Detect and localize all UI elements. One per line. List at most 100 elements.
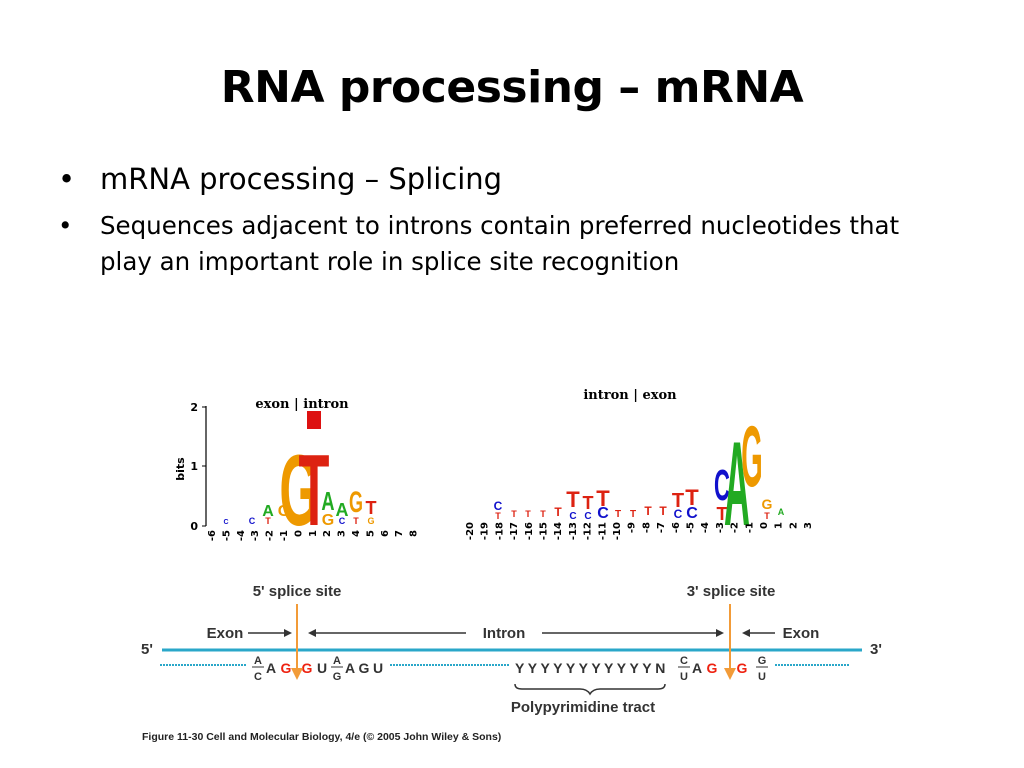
svg-text:G: G — [707, 660, 718, 676]
svg-text:G: G — [762, 496, 773, 512]
position-tick-label: 1 — [308, 530, 319, 537]
three-prime-splice-site-label: 3' splice site — [687, 583, 776, 600]
splice-site-figure: exon | intron bits 2 1 0 A G C T C G T A… — [141, 388, 882, 743]
svg-text:T: T — [583, 493, 594, 513]
svg-text:G: G — [281, 660, 292, 676]
position-tick-label: -12 — [583, 522, 594, 540]
svg-text:A: A — [336, 500, 349, 520]
position-tick-label: -10 — [612, 522, 623, 540]
position-tick-label: 2 — [322, 530, 333, 537]
svg-text:C: C — [680, 655, 688, 667]
position-tick-label: -5 — [221, 530, 232, 541]
right-sequence-logo: intron | exon C T T T T T T T T C C C T … — [465, 388, 814, 551]
svg-text:A: A — [266, 660, 276, 676]
position-tick-label: 0 — [759, 522, 770, 529]
svg-text:U: U — [317, 660, 327, 676]
svg-text:T: T — [685, 485, 699, 510]
svg-text:C: C — [686, 505, 698, 522]
slide-title: RNA processing – mRNA — [220, 62, 804, 113]
bullet-item: •mRNA processing – Splicing — [58, 160, 958, 198]
svg-text:G: G — [302, 660, 313, 676]
svg-text:A: A — [345, 660, 355, 676]
svg-text:T: T — [672, 490, 684, 512]
svg-text:U: U — [680, 671, 688, 683]
svg-text:G: G — [349, 487, 363, 520]
svg-text:U: U — [758, 671, 766, 683]
three-prime-end-label: 3' — [870, 641, 882, 658]
position-tick-label: -20 — [465, 522, 476, 540]
svg-text:T: T — [554, 505, 562, 519]
y-tick-label: 2 — [190, 401, 198, 414]
svg-text:U: U — [373, 660, 383, 676]
y-tick-label: 0 — [190, 520, 198, 533]
svg-text:T: T — [630, 509, 636, 520]
svg-text:C: C — [254, 671, 262, 683]
position-tick-label: -14 — [553, 522, 564, 540]
svg-text:G: G — [279, 434, 318, 547]
bullet-list: •mRNA processing – Splicing •Sequences a… — [58, 160, 958, 290]
svg-text:G: G — [333, 671, 342, 683]
position-tick-label: 0 — [293, 530, 304, 537]
left-logo-letters: A G C T C G T A G A G C T T G — [223, 411, 377, 547]
position-tick-label: -3 — [715, 522, 726, 533]
svg-text:C: C — [494, 499, 503, 513]
bullet-marker: • — [58, 211, 73, 240]
svg-text:T: T — [596, 486, 610, 511]
svg-text:C: C — [674, 507, 683, 521]
y-axis-label: bits — [174, 457, 187, 481]
position-tick-label: -1 — [744, 522, 755, 533]
figure-caption: Figure 11-30 Cell and Molecular Biology,… — [142, 731, 501, 743]
position-tick-label: -9 — [627, 522, 638, 533]
position-tick-label: -2 — [265, 530, 276, 541]
svg-text:T: T — [644, 504, 652, 518]
pyrimidine-run: Y Y Y Y Y Y Y Y Y Y Y N — [515, 660, 665, 676]
svg-text:C: C — [584, 511, 591, 522]
position-tick-label: 4 — [351, 530, 362, 537]
position-tick-label: -16 — [524, 522, 535, 540]
svg-text:G: G — [741, 408, 762, 505]
position-tick-label: -19 — [480, 522, 491, 540]
svg-text:G: G — [278, 503, 290, 520]
polypyrimidine-tract-label: Polypyrimidine tract — [511, 699, 655, 716]
bullet-item: •Sequences adjacent to introns contain p… — [58, 208, 958, 280]
exon-left-label: Exon — [207, 625, 244, 642]
svg-text:C: C — [714, 462, 730, 510]
position-tick-label: -11 — [597, 522, 608, 540]
position-tick-label: 8 — [409, 530, 420, 537]
position-tick-label: 5 — [365, 530, 376, 537]
left-logo-header: exon | intron — [255, 397, 349, 412]
svg-text:T: T — [566, 487, 580, 512]
svg-text:T: T — [299, 434, 330, 547]
svg-text:T: T — [353, 516, 359, 526]
svg-text:C: C — [569, 511, 576, 522]
svg-text:T: T — [615, 509, 621, 520]
svg-text:T: T — [366, 498, 377, 518]
svg-text:T: T — [659, 504, 667, 518]
position-tick-label: -6 — [207, 530, 218, 541]
svg-text:T: T — [525, 509, 531, 519]
svg-text:T: T — [764, 511, 770, 521]
position-tick-label: -7 — [656, 522, 667, 533]
position-tick-label: -4 — [236, 530, 247, 541]
position-tick-label: -6 — [671, 522, 682, 533]
position-tick-label: 3 — [337, 530, 348, 537]
svg-text:C: C — [249, 516, 256, 526]
position-tick-label: 3 — [803, 522, 814, 529]
five-prime-splice-site-label: 5' splice site — [253, 583, 342, 600]
svg-text:G: G — [758, 655, 767, 667]
consensus-sequence: A C A G G U A G A G U Y Y Y Y Y Y Y Y Y … — [252, 655, 768, 683]
svg-text:C: C — [597, 505, 609, 522]
position-tick-label: -5 — [686, 522, 697, 533]
svg-text:G: G — [322, 512, 334, 529]
svg-text:T: T — [511, 509, 517, 519]
svg-text:C: C — [223, 519, 228, 526]
position-tick-label: 1 — [774, 522, 785, 529]
left-sequence-logo: exon | intron bits 2 1 0 A G C T C G T A… — [174, 397, 420, 547]
position-tick-label: 6 — [380, 530, 391, 537]
polypyrimidine-bracket — [514, 683, 666, 696]
svg-text:G: G — [367, 516, 374, 526]
intron-label: Intron — [483, 625, 526, 642]
splice-diagram: 5' splice site 3' splice site Exon Intro… — [141, 583, 882, 716]
position-tick-label: -3 — [250, 530, 261, 541]
position-tick-label: -15 — [539, 522, 550, 540]
